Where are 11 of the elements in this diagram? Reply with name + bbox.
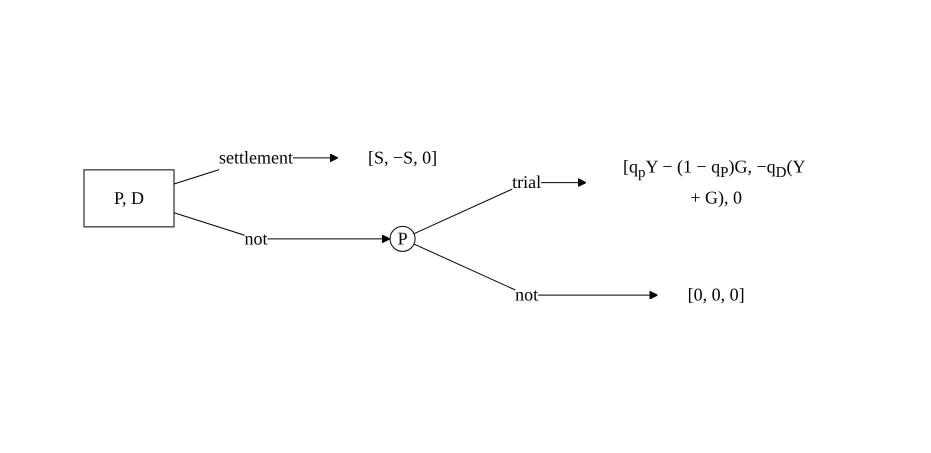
node-box: P, D <box>84 169 175 228</box>
node-text: [S, −S, 0] <box>368 147 438 168</box>
node-circle: P <box>390 226 416 252</box>
edge-label: not <box>516 284 539 305</box>
edge-label: settlement <box>219 147 294 168</box>
edge-label: not <box>244 228 268 248</box>
arrow <box>414 244 658 300</box>
edge-label: trial <box>512 172 542 192</box>
node-text: [0, 0, 0] <box>688 284 746 305</box>
arrow <box>174 212 391 244</box>
node-text: [q$_{p}$Y − (1 − q$_{P}$)G, −q$_{D}$(Y + G), 0 <box>623 156 806 208</box>
